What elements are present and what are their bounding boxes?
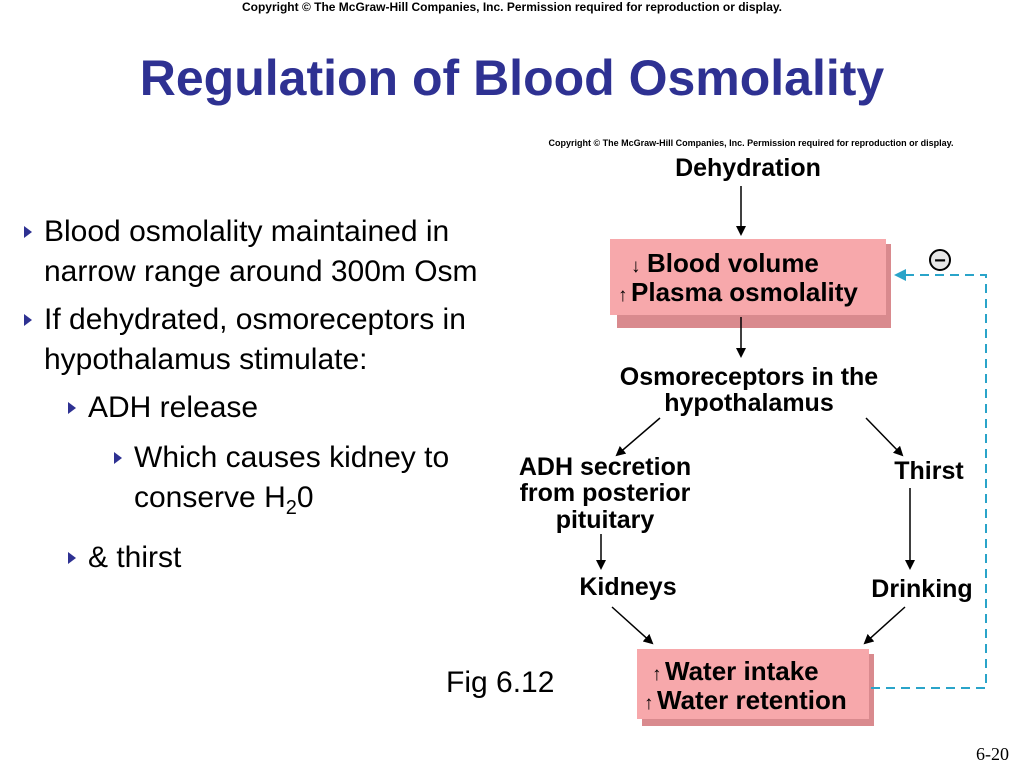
arrow-to-adh bbox=[615, 417, 661, 457]
up-arrow-icon: ↑ bbox=[618, 285, 628, 306]
dehydration-label: Dehydration bbox=[675, 154, 821, 182]
triangle-bullet-icon bbox=[68, 552, 76, 564]
drinking-label: Drinking bbox=[871, 575, 972, 603]
water-intake-label: Water intake bbox=[665, 656, 819, 686]
arrow-to-thirst bbox=[865, 417, 904, 457]
blood-volume-label: Blood volume bbox=[647, 248, 819, 278]
hypothalamus-label: hypothalamus bbox=[664, 389, 833, 417]
triangle-bullet-icon bbox=[68, 402, 76, 414]
water-retention-label: Water retention bbox=[657, 685, 847, 715]
adh-secretion-label: ADH secretion bbox=[519, 453, 691, 481]
bullet-text: & thirst bbox=[88, 541, 182, 574]
slide-title: Regulation of Blood Osmolality bbox=[139, 50, 885, 106]
sub-sub-bullet-item: Which causes kidney to conserve H20 bbox=[18, 438, 508, 528]
arrow-drinking-to-water bbox=[863, 606, 906, 645]
copyright-notice: Copyright © The McGraw-Hill Companies, I… bbox=[241, 0, 783, 14]
negative-feedback-line bbox=[871, 269, 987, 689]
water-intake-box bbox=[637, 649, 869, 719]
adh-posterior-label: from posterior bbox=[520, 479, 691, 507]
figure-caption: Fig 6.12 bbox=[446, 666, 555, 699]
kidneys-label: Kidneys bbox=[579, 573, 676, 601]
thirst-label: Thirst bbox=[894, 457, 964, 485]
bullet-text: Which causes kidney to conserve H20 bbox=[134, 441, 450, 519]
blood-volume-box bbox=[610, 239, 886, 315]
up-arrow-icon: ↑ bbox=[652, 664, 662, 685]
diagram-copyright: Copyright © The McGraw-Hill Companies, I… bbox=[548, 138, 953, 148]
osmoreceptors-label: Osmoreceptors in the bbox=[620, 363, 878, 391]
triangle-bullet-icon bbox=[114, 452, 122, 464]
up-arrow-icon: ↑ bbox=[644, 693, 654, 714]
sub-bullet-item: ADH release bbox=[18, 388, 508, 428]
down-arrow-icon: ↓ bbox=[631, 256, 641, 277]
bullet-list: Blood osmolality maintained in narrow ra… bbox=[18, 212, 508, 588]
bullet-text: Blood osmolality maintained in narrow ra… bbox=[44, 215, 478, 288]
bullet-text: ADH release bbox=[88, 391, 259, 424]
bullet-text: If dehydrated, osmoreceptors in hypothal… bbox=[44, 303, 466, 376]
arrow-kidneys-to-water bbox=[611, 606, 654, 645]
slide-number: 6-20 bbox=[976, 744, 1009, 764]
bullet-item: If dehydrated, osmoreceptors in hypothal… bbox=[18, 300, 508, 380]
sub-bullet-item: & thirst bbox=[18, 538, 508, 578]
adh-pituitary-label: pituitary bbox=[556, 506, 655, 534]
minus-icon bbox=[929, 249, 951, 271]
plasma-osmolality-label: Plasma osmolality bbox=[631, 277, 858, 307]
triangle-bullet-icon bbox=[24, 314, 32, 326]
bullet-item: Blood osmolality maintained in narrow ra… bbox=[18, 212, 508, 292]
minus-symbol: − bbox=[934, 250, 946, 272]
triangle-bullet-icon bbox=[24, 226, 32, 238]
